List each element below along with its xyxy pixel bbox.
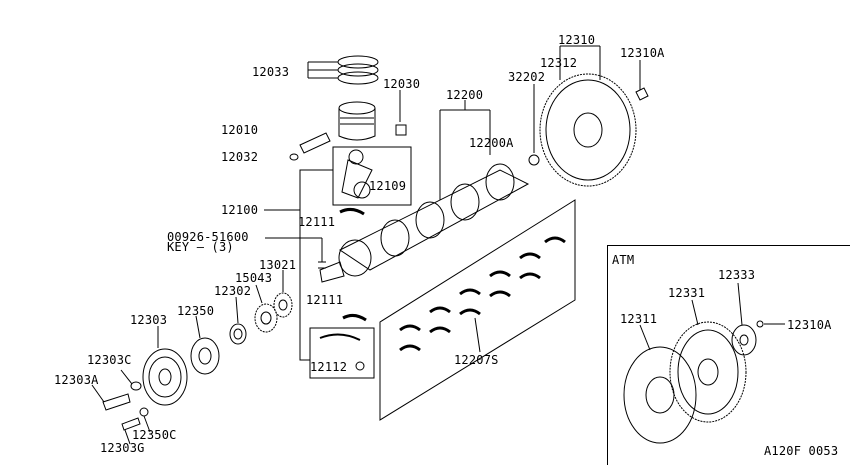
pulley-washer-illustration (139, 407, 149, 417)
part-label-12109: 12109 (369, 179, 407, 193)
reinforcement-plate-illustration (731, 324, 757, 356)
part-label-12350C: 12350C (132, 428, 177, 442)
part-label-12302: 12302 (214, 284, 252, 298)
part-label-12010: 12010 (221, 123, 259, 137)
part-label-12303: 12303 (130, 313, 168, 327)
part-label-12312: 12312 (540, 56, 578, 70)
atm-part-label-12310A: 12310A (787, 318, 832, 332)
piston-rings-illustration (307, 55, 379, 85)
part-label-12200: 12200 (446, 88, 484, 102)
crankshaft-illustration (319, 163, 530, 283)
part-label-12310: 12310 (558, 33, 596, 47)
part-label-13021: 13021 (259, 258, 297, 272)
part-label-key: KEY — (3) (167, 240, 234, 254)
part-label-12030: 12030 (383, 77, 421, 91)
piston-pin-illustration (299, 132, 331, 154)
part-label-12032: 12032 (221, 150, 259, 164)
woodruff-keys-illustration (318, 261, 326, 269)
part-label-12310A: 12310A (620, 46, 665, 60)
washer-illustration (130, 381, 142, 391)
main-bearings-panel (379, 199, 576, 421)
flywheel-illustration (539, 73, 637, 187)
snap-ring-illustration (395, 124, 407, 136)
atm-bolt-illustration (756, 320, 764, 328)
pulley-bolt-small-illustration (121, 417, 141, 431)
part-label-12112: 12112 (310, 360, 348, 374)
figure-code: A120F 0053 (764, 444, 839, 458)
part-label-32202: 32202 (508, 70, 546, 84)
connecting-rod-illustration (332, 146, 412, 206)
pin-ring-illustration (289, 153, 299, 161)
flywheel-bolt-illustration (635, 87, 649, 101)
main-bearings-illustration (399, 236, 566, 352)
rod-cap-box (309, 327, 375, 379)
piston-illustration (338, 101, 376, 141)
part-label-12100: 12100 (221, 203, 259, 217)
crank-sprocket-illustration (273, 292, 293, 318)
part-label-12111-lower: 12111 (306, 293, 344, 307)
atm-title: ATM (612, 253, 635, 267)
atm-part-label-12311: 12311 (620, 312, 658, 326)
atm-part-label-12333: 12333 (718, 268, 756, 282)
part-label-12350: 12350 (177, 304, 215, 318)
part-label-12111-upper: 12111 (298, 215, 336, 229)
part-label-12303C: 12303C (87, 353, 132, 367)
crank-pulley-illustration (190, 337, 220, 375)
upper-bearing-illustration (339, 207, 365, 216)
spacer-illustration (229, 323, 247, 345)
pilot-bushing-illustration (528, 154, 540, 166)
part-label-12303A: 12303A (54, 373, 99, 387)
atm-part-label-12331: 12331 (668, 286, 706, 300)
part-label-12303G: 12303G (100, 441, 145, 455)
pulley-bolt-illustration (102, 393, 131, 411)
part-label-12200A: 12200A (469, 136, 514, 150)
part-label-12033: 12033 (252, 65, 290, 79)
oil-pump-drive-gear-illustration (254, 303, 278, 333)
ring-gear-illustration (669, 321, 747, 423)
part-label-12207S: 12207S (454, 353, 499, 367)
lower-bearing-illustration (342, 313, 367, 322)
atm-variant-box (607, 245, 850, 465)
damper-pulley-illustration (142, 348, 188, 406)
part-label-15043: 15043 (235, 271, 273, 285)
part-label-00926-51600: 00926-51600 (167, 230, 249, 244)
